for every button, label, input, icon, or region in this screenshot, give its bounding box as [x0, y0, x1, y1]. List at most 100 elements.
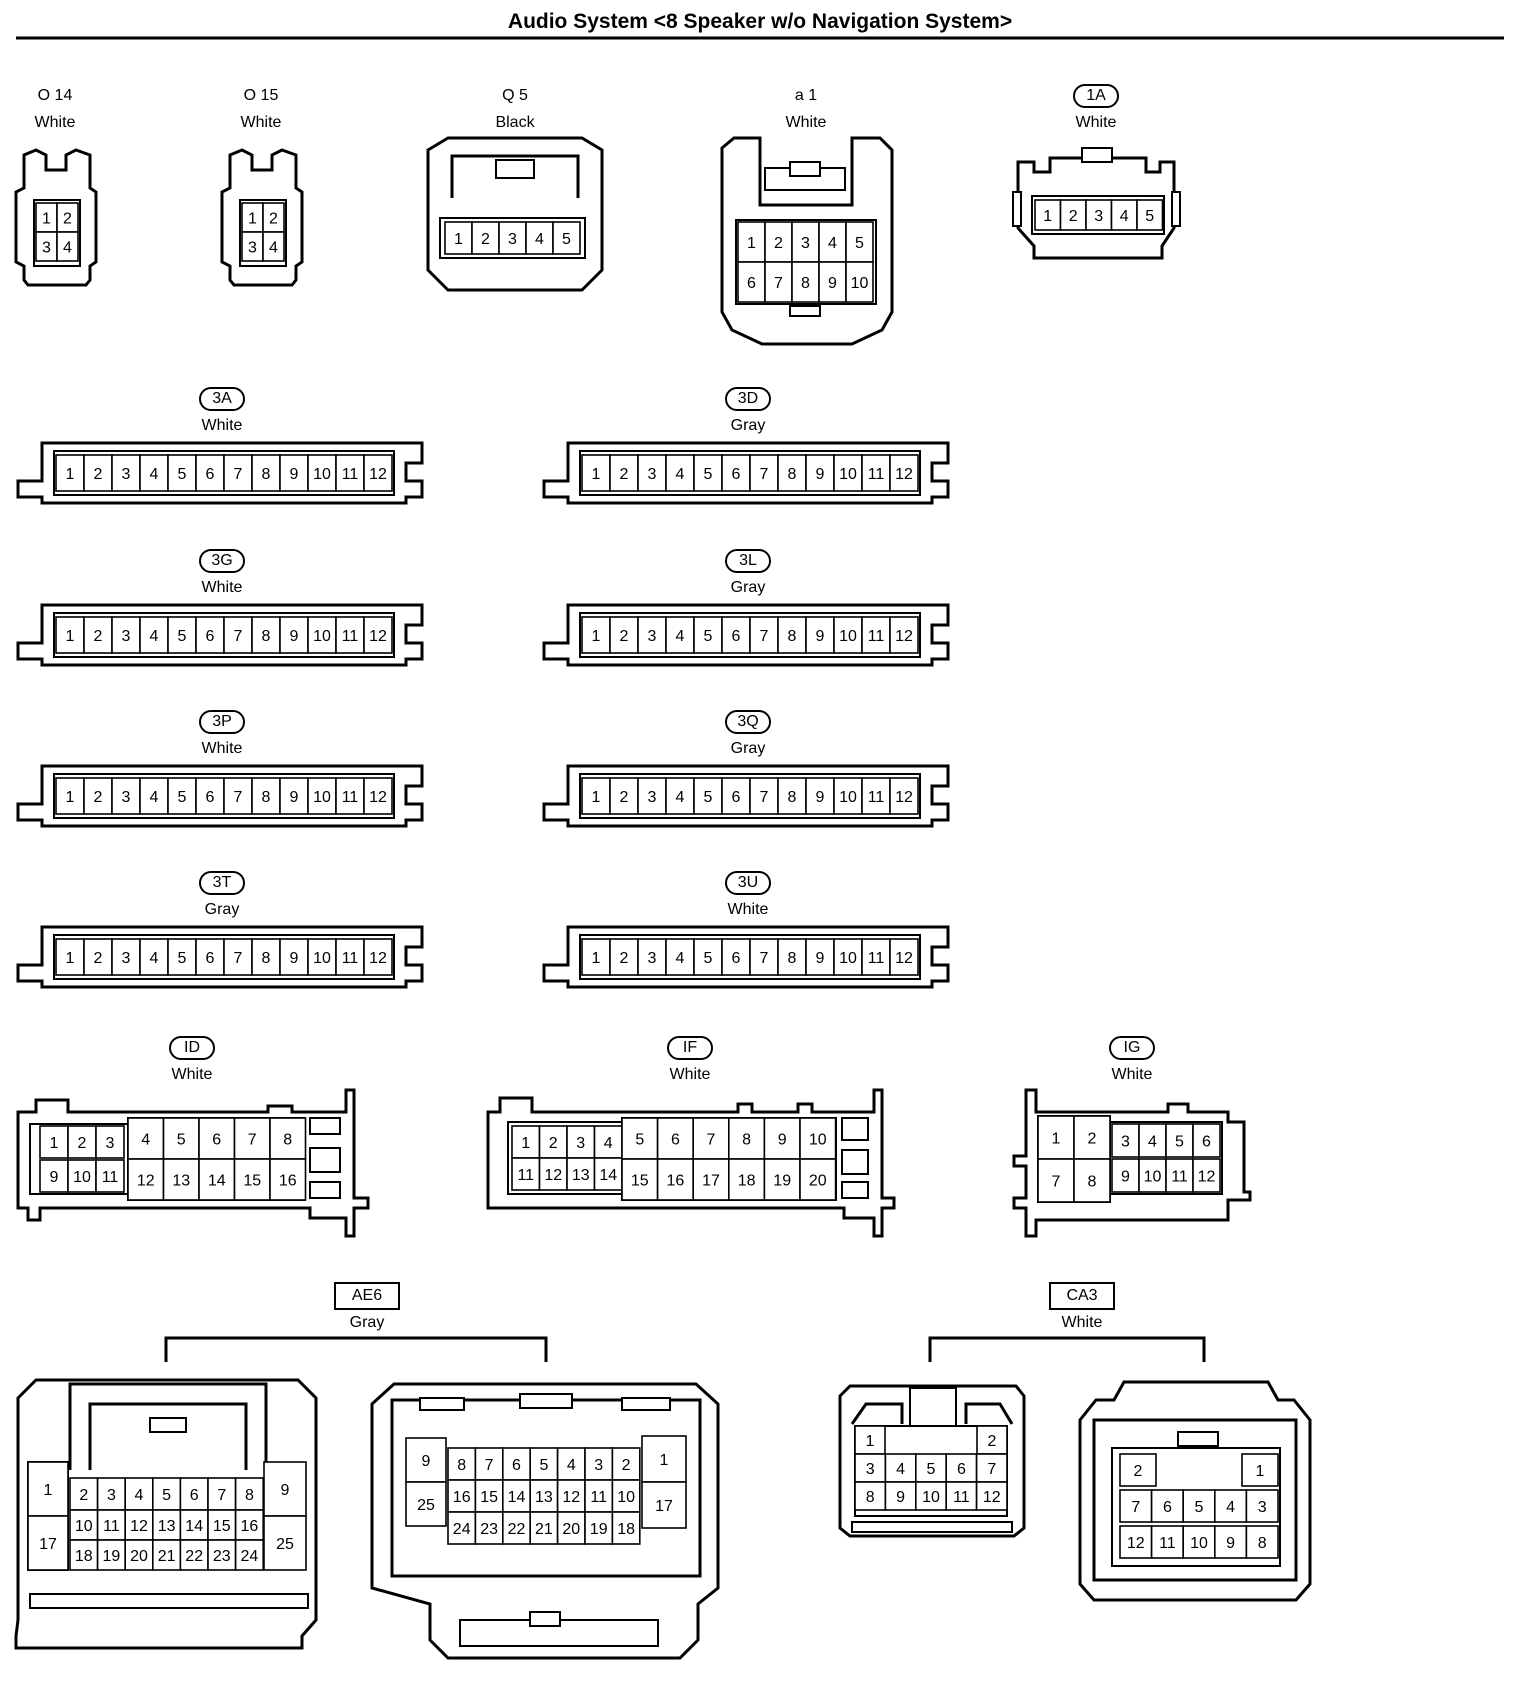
- pin-number: 4: [676, 950, 685, 967]
- pin-number: 12: [137, 1173, 155, 1190]
- pin-number: 8: [1258, 1535, 1267, 1552]
- pin-cell: [945, 1453, 978, 1483]
- pin-cell: [363, 938, 393, 976]
- pin-cell: [363, 454, 393, 492]
- pin-number: 2: [269, 211, 278, 228]
- pin-number: 10: [313, 789, 331, 806]
- pin-cell: [693, 777, 723, 815]
- pin-number: 8: [801, 275, 810, 292]
- pin-number: 4: [135, 1487, 144, 1504]
- pin-number: 9: [50, 1169, 59, 1186]
- connector-code-pill: [725, 871, 771, 895]
- pin-cell: [83, 938, 113, 976]
- pin-cell: [195, 938, 225, 976]
- pin-cell: [889, 777, 919, 815]
- pin-number: 18: [617, 1521, 635, 1538]
- connector-color: Gray: [731, 579, 766, 596]
- pin-number: 8: [262, 789, 271, 806]
- pin-number: 1: [866, 1433, 875, 1450]
- pin-number: 12: [130, 1518, 148, 1535]
- pin-number: 6: [206, 789, 215, 806]
- pin-number: 2: [78, 1135, 87, 1152]
- pin-number: 12: [369, 466, 387, 483]
- connector-code: 3T: [213, 874, 232, 891]
- connector-color: White: [35, 114, 76, 131]
- connector-code: 1A: [1086, 87, 1106, 104]
- pin-cell: [656, 1117, 694, 1160]
- pin-number: 8: [788, 628, 797, 645]
- pin-cell: [799, 1158, 837, 1201]
- pin-cell: [223, 938, 253, 976]
- pin-number: 5: [1175, 1134, 1184, 1151]
- pin-cell: [83, 777, 113, 815]
- pin-cell: [884, 1481, 917, 1511]
- pin-number: 3: [576, 1135, 585, 1152]
- pin-cell: [233, 1158, 271, 1201]
- pin-cell: [861, 938, 891, 976]
- pin-number: 12: [895, 950, 913, 967]
- pin-number: 12: [895, 628, 913, 645]
- pin-cell: [833, 616, 863, 654]
- latch-tab: [149, 1417, 187, 1433]
- pin-cell: [665, 777, 695, 815]
- connector-code: 3D: [738, 390, 758, 407]
- connector-code-pill: [199, 871, 245, 895]
- connector-code-box: [334, 1282, 400, 1310]
- connector-code-pill: [199, 387, 245, 411]
- pin-cell: [198, 1158, 236, 1201]
- pin-number: 3: [42, 240, 51, 257]
- pin-cell: [749, 454, 779, 492]
- pin-cell: [1182, 1525, 1216, 1559]
- pin-number: 9: [1121, 1169, 1130, 1186]
- pin-cell: [805, 616, 835, 654]
- pin-cell: [845, 261, 874, 303]
- pin-number: 3: [1094, 208, 1103, 225]
- pin-cell: [223, 616, 253, 654]
- pin-number: 12: [369, 950, 387, 967]
- pin-cell: [162, 1117, 200, 1160]
- pin-number: 2: [549, 1135, 558, 1152]
- top-slot: [519, 1393, 573, 1409]
- pin-cell: [1136, 199, 1164, 231]
- pin-number: 7: [987, 1461, 996, 1478]
- pin-number: 3: [648, 950, 657, 967]
- pin-number: 5: [855, 235, 864, 252]
- pin-cell: [833, 454, 863, 492]
- pin-number: 11: [342, 628, 359, 645]
- pin-cell: [799, 1117, 837, 1160]
- pin-number: 15: [213, 1518, 231, 1535]
- pin-cell: [566, 1157, 596, 1191]
- pin-number: 6: [212, 1132, 221, 1149]
- pin-number: 5: [539, 1457, 548, 1474]
- pin-cell: [764, 221, 793, 263]
- pin-number: 2: [94, 950, 103, 967]
- pin-number: 7: [248, 1132, 257, 1149]
- pin-number: 2: [79, 1487, 88, 1504]
- latch-outline: [450, 154, 580, 198]
- pin-cell: [1182, 1489, 1216, 1523]
- pin-number: 5: [178, 628, 187, 645]
- connector-code: 3G: [211, 552, 232, 569]
- pin-cell: [538, 1125, 568, 1159]
- pin-number: 6: [1202, 1134, 1211, 1151]
- connector-code-pill: [725, 387, 771, 411]
- pin-cell: [207, 1509, 237, 1541]
- side-slot: [309, 1117, 341, 1135]
- pin-number: 4: [676, 628, 685, 645]
- pin-cell: [124, 1539, 154, 1571]
- pin-number: 10: [617, 1489, 635, 1506]
- pin-number: 7: [234, 950, 243, 967]
- pin-cell: [498, 221, 527, 255]
- pin-number: 3: [122, 628, 131, 645]
- pin-number: 1: [50, 1135, 59, 1152]
- connector-color: Gray: [731, 417, 766, 434]
- pin-cell: [721, 454, 751, 492]
- pin-cell: [593, 1157, 623, 1191]
- pin-number: 3: [508, 231, 517, 248]
- pin-number: 2: [94, 466, 103, 483]
- pin-number: 2: [988, 1433, 997, 1450]
- pin-number: 12: [369, 628, 387, 645]
